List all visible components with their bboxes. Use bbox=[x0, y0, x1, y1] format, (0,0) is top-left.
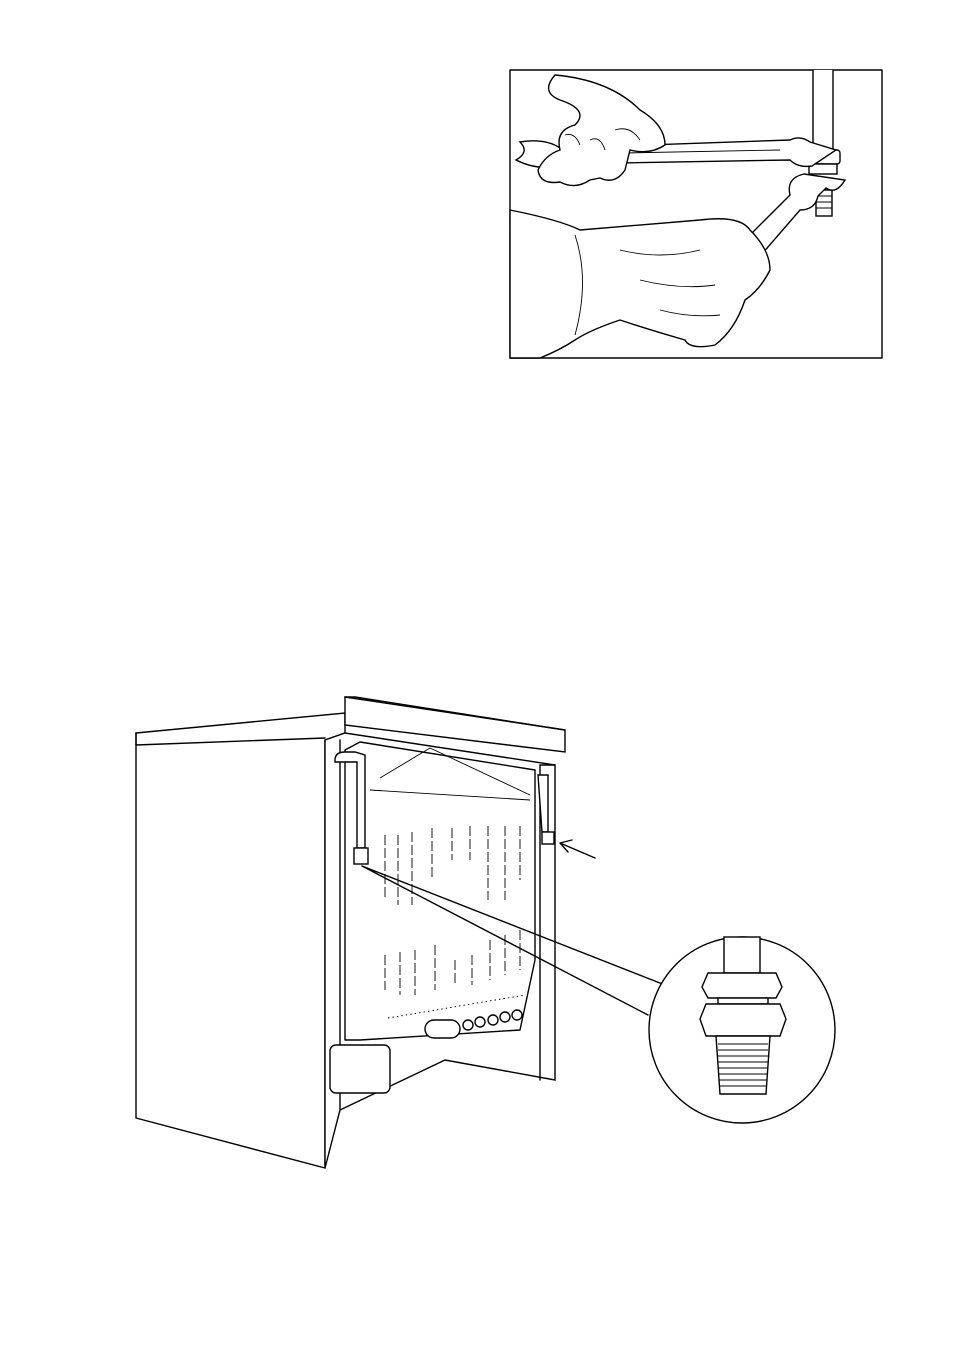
upper-hand-icon bbox=[538, 75, 665, 186]
cooker-side-panel bbox=[136, 713, 345, 1168]
arrow-icon bbox=[560, 840, 595, 858]
cooker-illustration bbox=[136, 697, 835, 1168]
junction-box bbox=[330, 1045, 390, 1093]
right-fitting bbox=[542, 832, 554, 844]
left-fitting bbox=[354, 848, 368, 864]
lower-hand-icon bbox=[510, 210, 770, 358]
